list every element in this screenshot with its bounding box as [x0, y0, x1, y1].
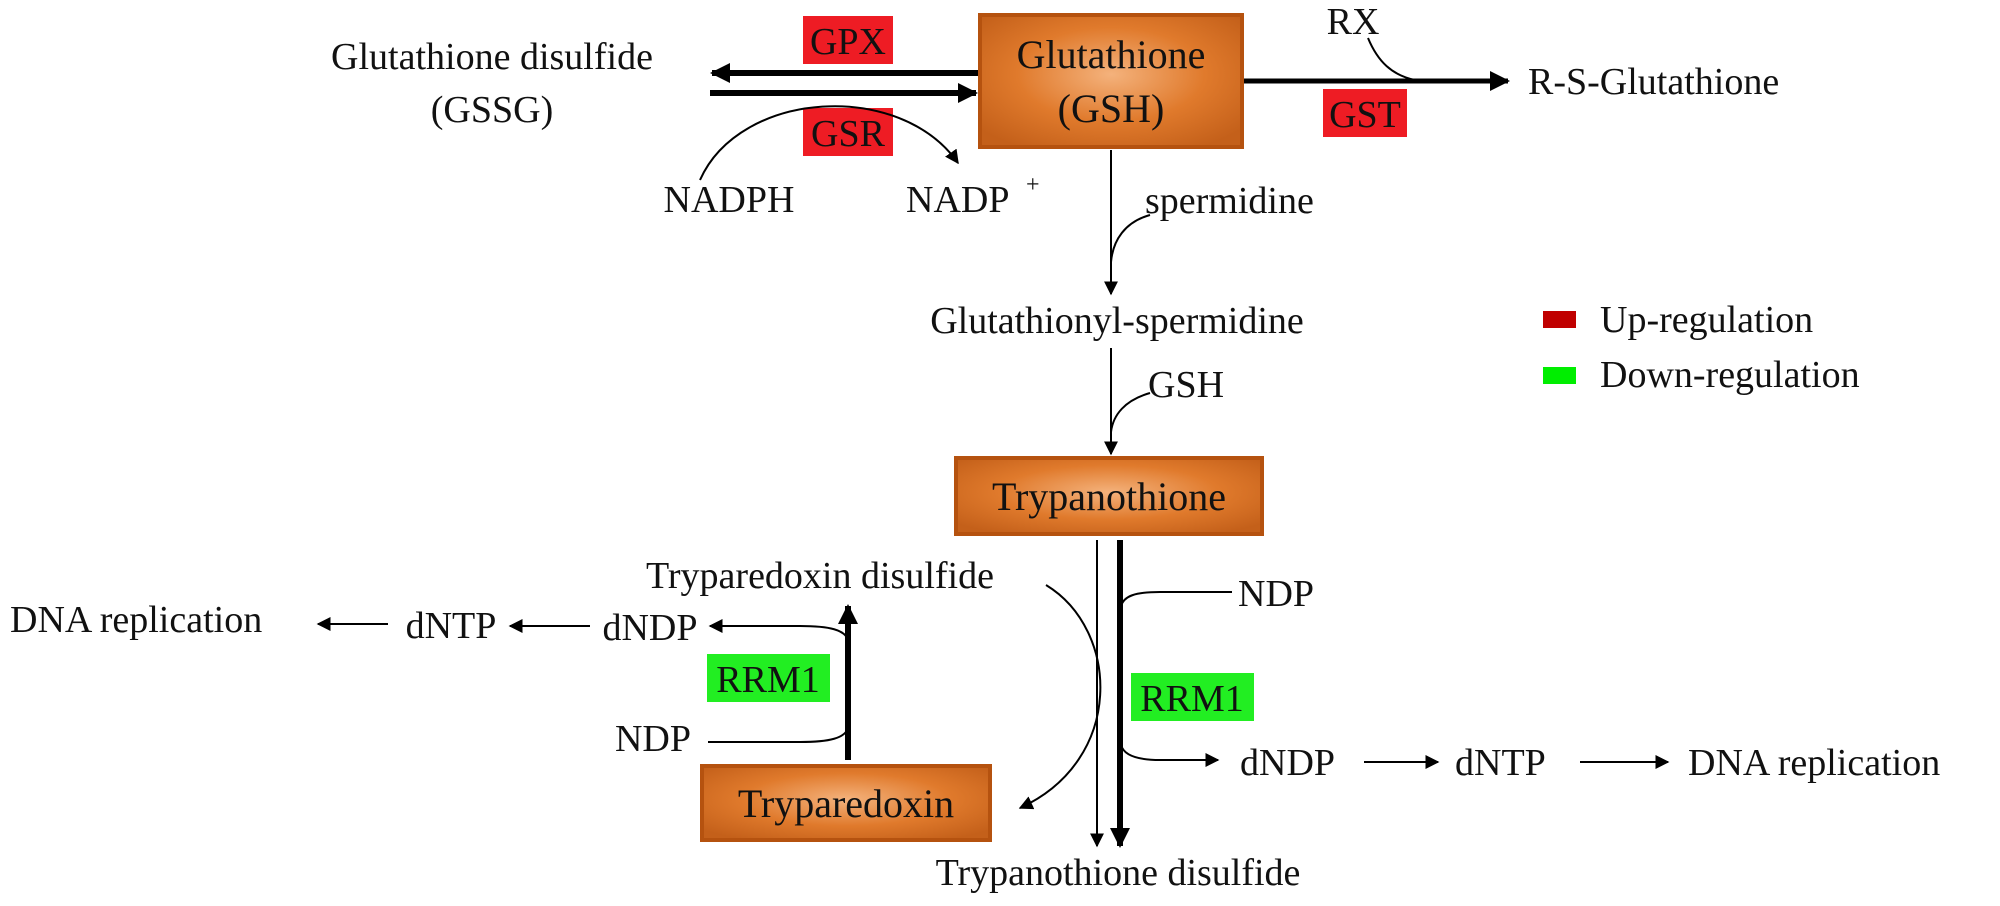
gssg-abbrev: (GSSG)	[431, 89, 553, 131]
glutathione-label: Glutathione	[1017, 32, 1206, 77]
dndp-right-label: dNDP	[1240, 742, 1335, 784]
dntp-right-label: dNTP	[1455, 742, 1546, 784]
legend-down-swatch	[1543, 367, 1576, 384]
tryparedoxin-label: Tryparedoxin	[738, 781, 954, 826]
gssg-label: Glutathione disulfide	[331, 36, 653, 78]
rrm1-left-to-dndp-curve	[708, 619, 849, 641]
gst-label: GST	[1329, 94, 1401, 136]
tryparedoxin-disulfide-label: Tryparedoxin disulfide	[646, 555, 994, 597]
legend-up-swatch	[1543, 311, 1576, 328]
dna-replication-left-label: DNA replication	[10, 599, 262, 641]
rsg-label: R-S-Glutathione	[1528, 61, 1779, 103]
trypanothione-label: Trypanothione	[992, 474, 1226, 519]
spermidine-label: spermidine	[1145, 180, 1314, 222]
tryparedoxin-disulfide-to-tryparedoxin-curve	[1018, 584, 1102, 810]
nadph-to-nadp-arrow	[699, 105, 959, 181]
gsr-enzyme-box	[803, 108, 893, 156]
rx-input-curve	[1367, 37, 1416, 81]
ndp-right-label: NDP	[1238, 573, 1314, 615]
ndp-left-input-curve	[708, 727, 849, 743]
ndp-right-input-curve	[1120, 591, 1232, 607]
nadp-label: NADP	[906, 179, 1009, 221]
dndp-left-label: dNDP	[602, 607, 697, 649]
legend-up-label: Up-regulation	[1600, 299, 1813, 341]
dna-replication-right-label: DNA replication	[1688, 742, 1940, 784]
gst-enzyme-box	[1323, 89, 1407, 137]
gpx-label: GPX	[810, 21, 886, 63]
rx-label: RX	[1327, 1, 1380, 43]
ndp-left-label: NDP	[615, 718, 691, 760]
dntp-left-label: dNTP	[406, 605, 497, 647]
trypanothione-disulfide-label: Trypanothione disulfide	[936, 852, 1301, 894]
tryparedoxin-box	[700, 764, 992, 842]
gpx-enzyme-box	[803, 16, 893, 64]
glutathione-abbrev: (GSH)	[1058, 86, 1165, 131]
legend-down-label: Down-regulation	[1600, 354, 1860, 396]
gsh-input-curve	[1110, 392, 1151, 433]
trypanothione-box	[954, 456, 1264, 536]
rrm1-right-enzyme-box	[1131, 673, 1254, 721]
legend: Up-regulation Down-regulation	[1543, 299, 1860, 396]
rrm1-left-label: RRM1	[716, 659, 819, 701]
rrm1-left-enzyme-box	[707, 654, 830, 702]
nadph-label: NADPH	[664, 179, 795, 221]
rrm1-right-to-dndp-curve	[1120, 744, 1220, 767]
spermidine-input-curve	[1110, 214, 1151, 263]
glutathione-box	[978, 13, 1244, 149]
rrm1-right-label: RRM1	[1140, 678, 1243, 720]
nadp-plus-superscript: +	[1026, 172, 1040, 198]
gsh-label: GSH	[1148, 364, 1224, 406]
gsr-label: GSR	[811, 113, 886, 155]
glutathionyl-spermidine-label: Glutathionyl-spermidine	[930, 300, 1304, 342]
